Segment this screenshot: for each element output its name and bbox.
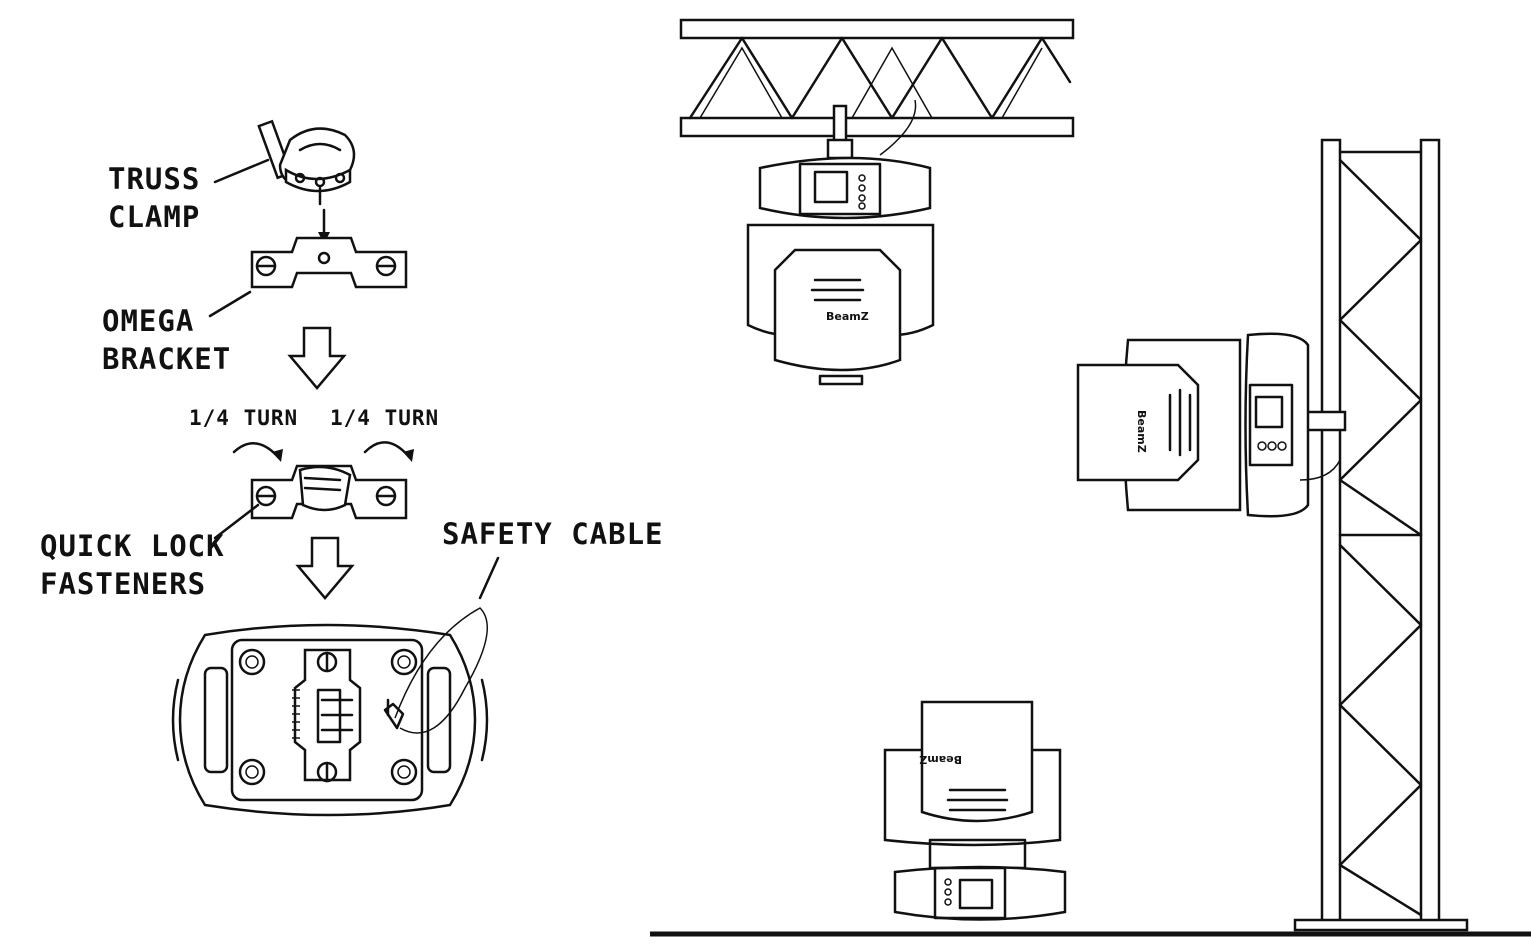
brand-logo-text: BeamZ xyxy=(826,310,869,323)
truss-clamp-illustration xyxy=(257,119,356,206)
quarter-turn-right-label: 1/4 TURN xyxy=(330,406,440,430)
quarter-turn-arrows xyxy=(232,441,414,462)
fixture-side-mounted: BeamZ xyxy=(1076,332,1347,518)
quick-lock-leader-line xyxy=(213,503,260,540)
omega-bracket-illustration xyxy=(250,236,408,289)
fixture-bottom-view xyxy=(171,623,489,817)
safety-cable-label: SAFETY CABLE xyxy=(442,517,664,551)
svg-text:BeamZ: BeamZ xyxy=(919,753,962,766)
safety-cable-loop xyxy=(394,607,488,734)
svg-text:BeamZ: BeamZ xyxy=(1135,410,1148,453)
quarter-turn-left-label: 1/4 TURN xyxy=(189,406,299,430)
hollow-down-arrow-1 xyxy=(287,326,347,390)
fixture-hanging-from-truss: BeamZ xyxy=(746,99,935,386)
horizontal-truss xyxy=(679,18,1075,138)
fixture-standing-on-floor: BeamZ xyxy=(883,700,1067,921)
vertical-truss xyxy=(1293,138,1469,932)
safety-cable-leader-line xyxy=(478,556,500,600)
bracket-with-quick-lock-illustration xyxy=(250,464,408,520)
hollow-down-arrow-2 xyxy=(295,536,355,600)
truss-clamp-leader-line xyxy=(213,158,270,184)
omega-bracket-leader-line xyxy=(208,290,252,318)
